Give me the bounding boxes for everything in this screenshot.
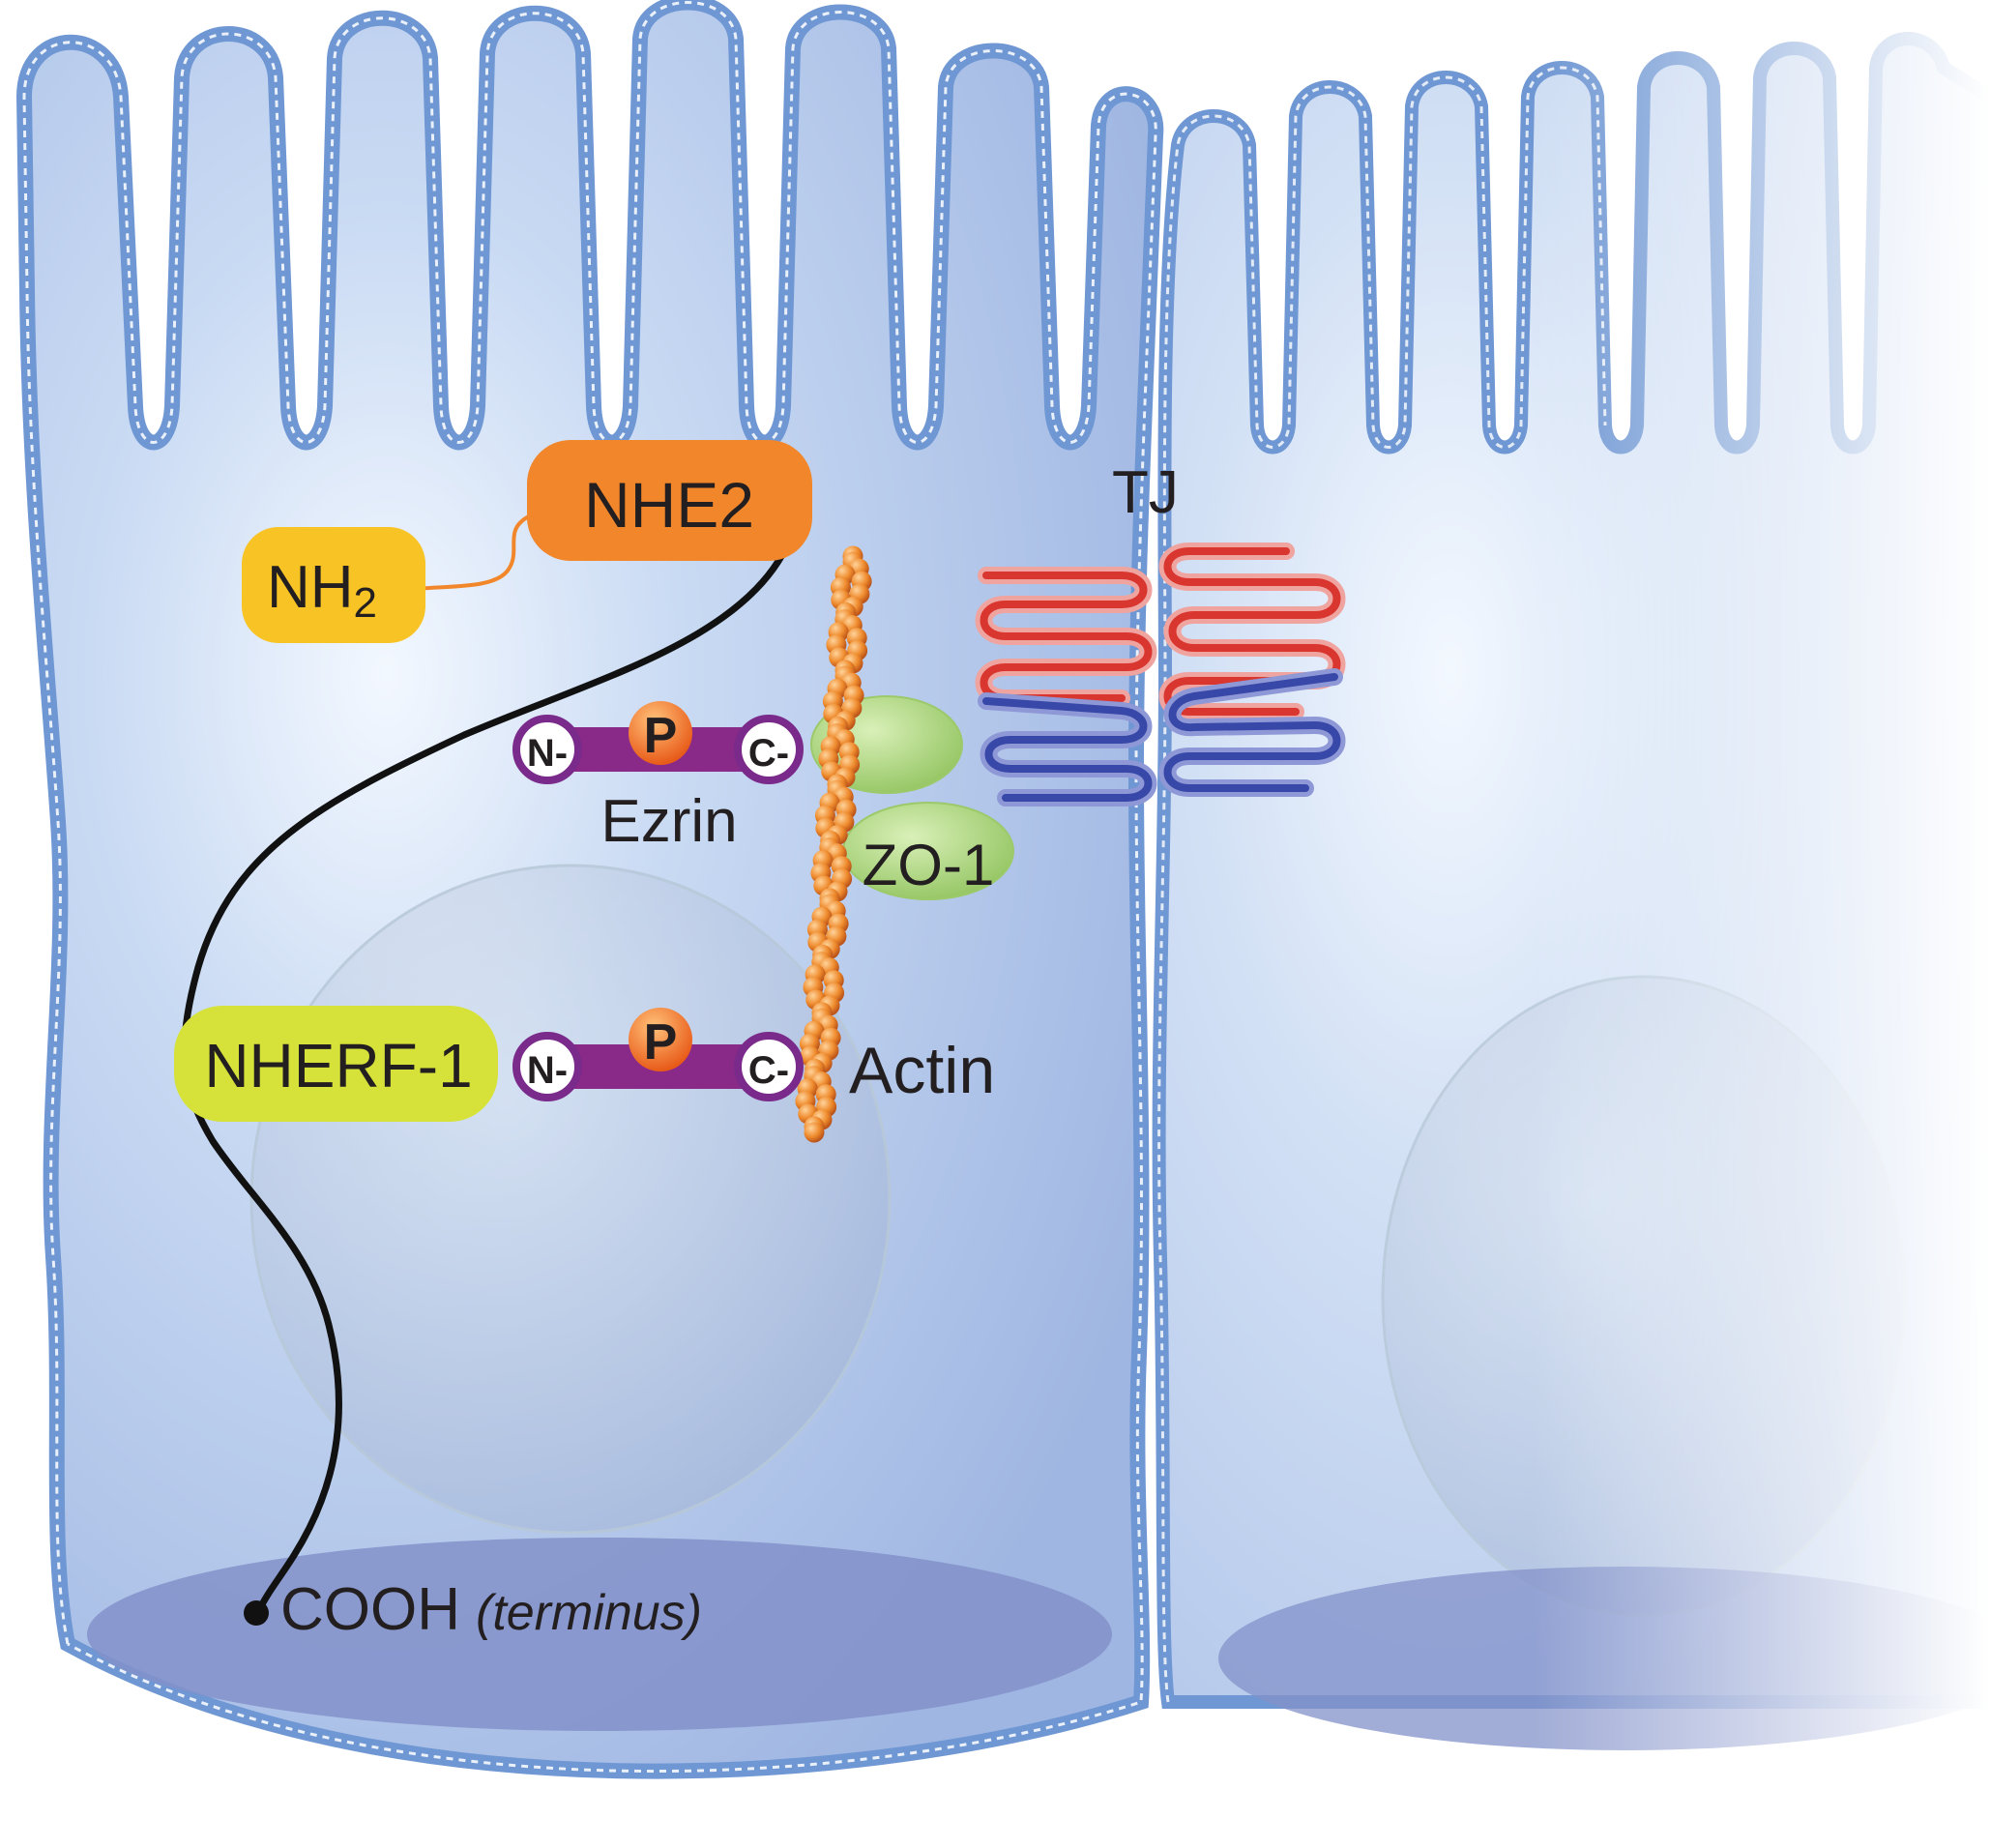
nherf1-n-terminus bbox=[512, 1032, 582, 1101]
left-nucleus bbox=[249, 864, 892, 1535]
ezrin-label: Ezrin bbox=[600, 788, 737, 855]
nhe2-protein: NHE2 bbox=[527, 440, 812, 561]
actin-label: Actin bbox=[849, 1034, 995, 1107]
cooh-note: (terminus) bbox=[476, 1585, 702, 1641]
cooh-terminus-dot bbox=[244, 1600, 269, 1626]
ezrin-n-label: N- bbox=[527, 732, 568, 775]
svg-text:NH2: NH2 bbox=[267, 554, 377, 627]
nh2-terminus: NH2 bbox=[242, 527, 425, 643]
tj-label: TJ bbox=[1112, 459, 1179, 526]
tight-junction-strands bbox=[975, 543, 1346, 807]
actin-bead bbox=[804, 1122, 825, 1143]
ezrin-complex: N- C- P Ezrin bbox=[512, 701, 804, 855]
tj-red-strands-right bbox=[1158, 543, 1346, 720]
nherf1-label: NHERF-1 bbox=[204, 1031, 472, 1100]
left-basal-region bbox=[87, 1538, 1112, 1731]
cooh-label-group: COOH (terminus) bbox=[280, 1576, 702, 1643]
nherf1-complex: NHERF-1 N- C- P bbox=[174, 1006, 804, 1122]
left-cell bbox=[15, 0, 1164, 1779]
nh2-label: NH bbox=[267, 554, 354, 621]
ezrin-phospho-circle bbox=[629, 701, 692, 765]
right-fade-overlay bbox=[1160, 0, 1990, 1848]
right-cell bbox=[1152, 0, 1990, 1848]
nherf1-phospho-circle bbox=[629, 1008, 692, 1071]
tj-red-strands-left bbox=[975, 567, 1157, 707]
ezrin-n-terminus bbox=[512, 715, 582, 784]
nherf1-c-terminus bbox=[734, 1032, 804, 1101]
nherf1-phospho-label: P bbox=[644, 1014, 678, 1071]
tj-blue-strands-left bbox=[978, 692, 1157, 807]
actin-filament bbox=[795, 545, 872, 1143]
tj-blue-strands-right bbox=[1158, 668, 1346, 797]
cooh-label: COOH bbox=[280, 1576, 460, 1643]
ezrin-phospho-label: P bbox=[644, 708, 678, 764]
left-cell-membrane-dash bbox=[22, 1, 1157, 1773]
nherf1-c-label: C- bbox=[748, 1049, 789, 1092]
nh2-subscript: 2 bbox=[354, 579, 377, 627]
zo1-label: ZO-1 bbox=[863, 833, 995, 897]
ezrin-c-label: C- bbox=[748, 732, 789, 775]
nherf1-protein bbox=[174, 1006, 498, 1122]
nhe2-label: NHE2 bbox=[584, 469, 754, 541]
nherf1-n-label: N- bbox=[527, 1049, 568, 1092]
ezrin-c-terminus bbox=[734, 715, 804, 784]
